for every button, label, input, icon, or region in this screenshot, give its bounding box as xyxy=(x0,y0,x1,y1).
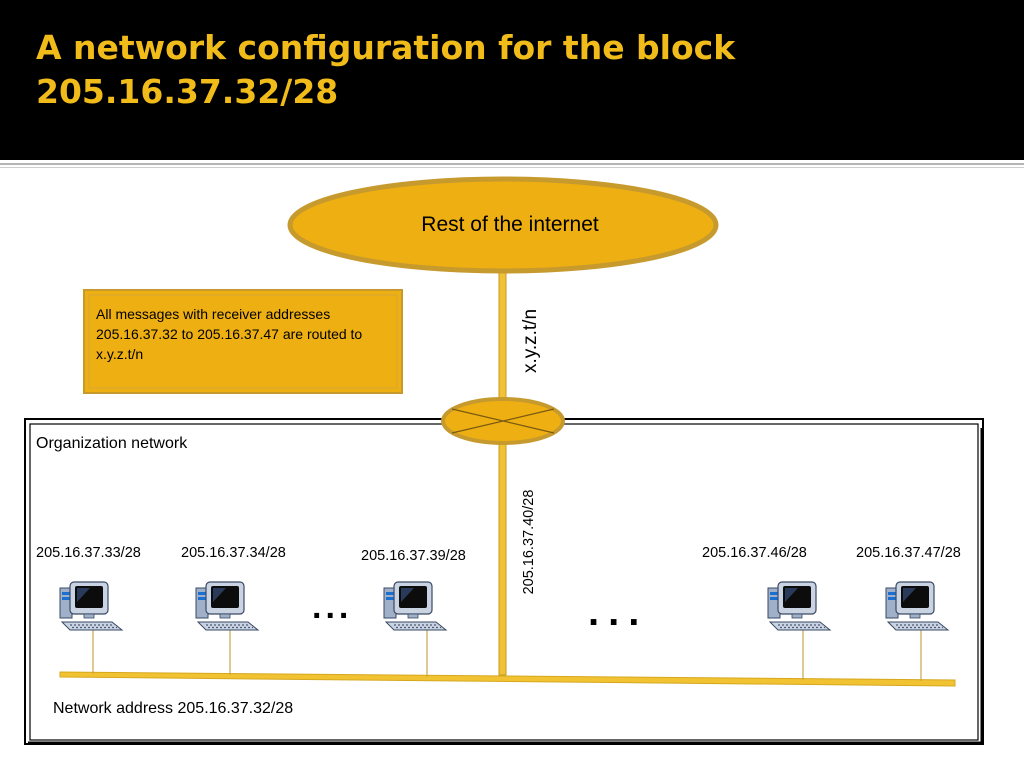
host-address-label: 205.16.37.47/28 xyxy=(856,545,961,561)
lan-bus xyxy=(59,671,956,687)
host-address-label: 205.16.37.34/28 xyxy=(181,545,286,561)
title-bar: A network configuration for the block 20… xyxy=(0,0,1024,160)
host-drops xyxy=(92,630,922,681)
computer-icon xyxy=(383,581,447,631)
title-line-1: A network configuration for the block xyxy=(36,28,736,67)
host-address-label: 205.16.37.33/28 xyxy=(36,545,141,561)
slide-title: A network configuration for the block 20… xyxy=(36,26,735,114)
ellipsis-right: ... xyxy=(588,590,649,634)
organization-label: Organization network xyxy=(36,435,188,452)
internet-label: Rest of the internet xyxy=(421,213,599,236)
header-divider xyxy=(0,163,1024,165)
computer-icon xyxy=(59,581,123,631)
title-line-2: 205.16.37.32/28 xyxy=(36,72,339,111)
external-link-label: x.y.z.t/n xyxy=(520,308,541,374)
internet-cloud xyxy=(287,176,719,274)
uplink-line xyxy=(498,269,507,676)
computer-icon xyxy=(885,581,949,631)
router-address-label: 205.16.37.40/28 xyxy=(521,489,537,595)
host-address-label: 205.16.37.46/28 xyxy=(702,545,807,561)
routing-note-box xyxy=(83,289,403,394)
ellipsis-left: ... xyxy=(312,588,353,626)
routing-note-text: All messages with receiver addresses 205… xyxy=(96,306,363,362)
computer-icon xyxy=(767,581,831,631)
computer-icon xyxy=(195,581,259,631)
host-address-label: 205.16.37.39/28 xyxy=(361,548,466,564)
router-icon xyxy=(441,397,565,445)
network-address-label: Network address 205.16.37.32/28 xyxy=(53,700,294,717)
header-divider-thin xyxy=(0,167,1024,168)
